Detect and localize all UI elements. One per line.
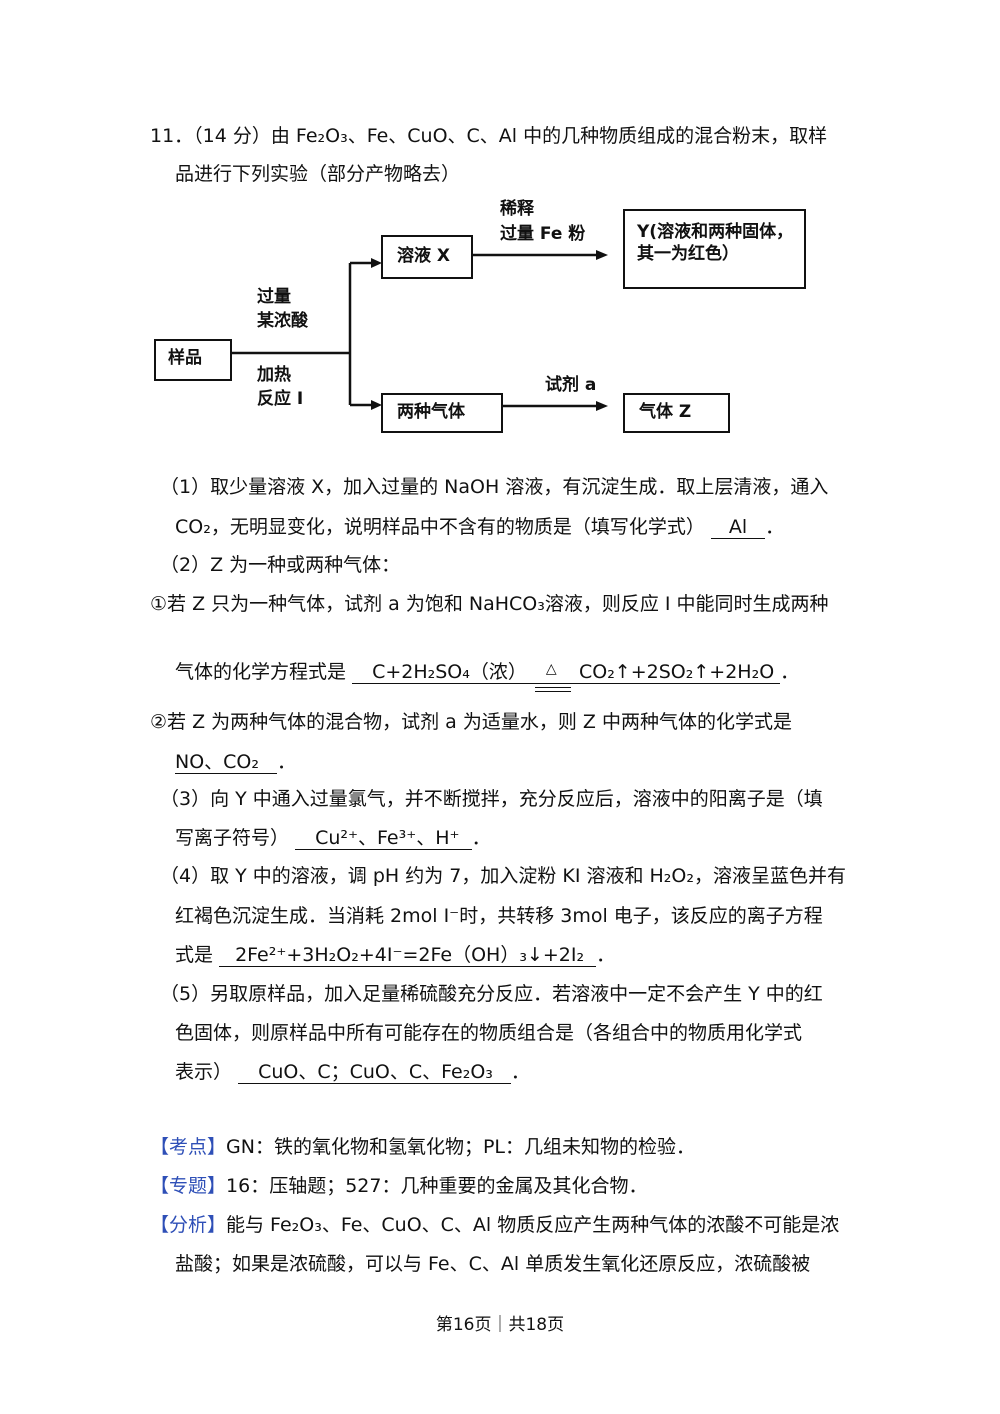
part2-heading: （2）Z 为一种或两种气体： [160,554,401,576]
question-line-2: 品进行下列实验（部分产物略去） [175,163,461,185]
kaodian-line: 【考点】GN：铁的氧化物和氢氧化物；PL：几组未知物的检验． [150,1135,695,1159]
part4-question: 式是 [175,944,214,966]
part4-answer: 2Fe²⁺+3H₂O₂+4I⁻=2Fe（OH）₃↓+2I₂ [219,944,597,967]
part1-period: ． [765,516,785,538]
solution-x-label: 溶液 X [397,246,451,266]
part3-period: ． [471,827,491,849]
part1-question: CO₂，无明显变化，说明样品中不含有的物质是（填写化学式） [175,516,705,538]
part2-2-answer: NO、CO₂ [175,751,278,774]
experiment-flow-diagram: 样品 过量 某浓酸 加热 反应 I 溶液 X 稀释 过量 Fe 粉 Y(溶液和两… [150,195,850,445]
two-gases-label: 两种气体 [397,402,465,422]
fenxi-line-1: 【分析】能与 Fe₂O₃、Fe、CuO、C、Al 物质反应产生两种气体的浓酸不可… [150,1213,839,1237]
part5-period: ． [510,1061,530,1083]
part2-2-period: ． [277,751,297,773]
flow-connectors [232,250,608,411]
zhuanti-tag: 【专题】 [150,1175,227,1197]
part5-line-1: （5）另取原样品，加入足量稀硫酸充分反应．若溶液中一定不会产生 Y 中的红 [160,983,823,1005]
kaodian-text: GN：铁的氧化物和氢氧化物；PL：几组未知物的检验． [226,1136,695,1158]
part1-line-1: （1）取少量溶液 X，加入过量的 NaOH 溶液，有沉淀生成．取上层清液，通入 [160,476,829,498]
reagent-top-line-2: 某浓酸 [257,311,308,331]
part5-line-2: 色固体，则原样品中所有可能存在的物质组合是（各组合中的物质用化学式 [175,1022,803,1044]
question-line-1: 11．（14 分）由 Fe₂O₃、Fe、CuO、C、Al 中的几种物质组成的混合… [150,125,828,147]
part3-answer: Cu²⁺、Fe³⁺、H⁺ [295,827,472,850]
part2-2-line-2: NO、CO₂． [175,750,296,774]
page-footer: 第16页｜共18页 [435,1315,565,1335]
sample-label: 样品 [168,348,202,368]
gas-z-label: 气体 Z [639,402,692,422]
part4-line-2: 红褐色沉淀生成．当消耗 2mol I⁻时，共转移 3mol 电子，该反应的离子方… [175,905,823,927]
y-box-line-1: Y(溶液和两种固体， [637,222,794,242]
two-gases-box: 两种气体 [381,393,503,433]
part2-1-answer: C+2H₂SO₄（浓） △ CO₂↑+2SO₂↑+2H₂O [352,661,781,692]
part3-line-1: （3）向 Y 中通入过量氯气，并不断搅拌，充分反应后，溶液中的阳离子是（填 [160,788,823,810]
part2-1-line-2: 气体的化学方程式是 C+2H₂SO₄（浓） △ CO₂↑+2SO₂↑+2H₂O … [175,660,800,692]
part3-question: 写离子符号） [175,827,290,849]
dilute-label-1: 稀释 [500,199,534,219]
part1-answer: Al [710,516,766,539]
kaodian-tag: 【考点】 [150,1136,227,1158]
part5-answer: CuO、C；CuO、C、Fe₂O₃ [238,1061,511,1084]
dilute-label-2: 过量 Fe 粉 [500,224,586,244]
gas-z-box: 气体 Z [623,393,730,433]
delta-symbol: △ [545,661,557,677]
y-box: Y(溶液和两种固体， 其一为红色） [623,209,806,289]
part4-period: ． [596,944,616,966]
part2-1-line-1: ①若 Z 只为一种气体，试剂 a 为饱和 NaHCO₃溶液，则反应 I 中能同时… [150,593,829,615]
part2-1-period: ． [780,661,800,683]
zhuanti-text: 16：压轴题；527：几种重要的金属及其化合物． [226,1175,648,1197]
part5-line-3: 表示） CuO、C；CuO、C、Fe₂O₃． [175,1060,530,1084]
part1-line-2: CO₂，无明显变化，说明样品中不含有的物质是（填写化学式） Al． [175,515,784,539]
reagent-top-line-1: 过量 [257,287,291,307]
fenxi-text-1: 能与 Fe₂O₃、Fe、CuO、C、Al 物质反应产生两种气体的浓酸不可能是浓 [226,1214,840,1236]
zhuanti-line: 【专题】16：压轴题；527：几种重要的金属及其化合物． [150,1174,647,1198]
equation-right: CO₂↑+2SO₂↑+2H₂O [578,661,775,683]
y-box-line-2: 其一为红色） [637,244,739,264]
sample-box: 样品 [154,339,232,381]
part4-line-3: 式是 2Fe²⁺+3H₂O₂+4I⁻=2Fe（OH）₃↓+2I₂． [175,943,615,967]
part4-line-1: （4）取 Y 中的溶液，调 pH 约为 7，加入淀粉 KI 溶液和 H₂O₂，溶… [160,865,846,887]
part2-1-question: 气体的化学方程式是 [175,661,347,683]
part2-2-line-1: ②若 Z 为两种气体的混合物，试剂 a 为适量水，则 Z 中两种气体的化学式是 [150,711,792,733]
reagent-bottom-line-2: 反应 I [257,389,304,409]
reagent-bottom-line-1: 加热 [257,365,291,385]
reagent-a-label: 试剂 a [545,375,597,395]
solution-x-box: 溶液 X [381,235,473,279]
part5-question: 表示） [175,1061,233,1083]
fenxi-line-2: 盐酸；如果是浓硫酸，可以与 Fe、C、Al 单质发生氧化还原反应，浓硫酸被 [175,1253,811,1275]
equation-left: C+2H₂SO₄（浓） [372,661,527,683]
fenxi-tag: 【分析】 [150,1214,227,1236]
part3-line-2: 写离子符号） Cu²⁺、Fe³⁺、H⁺． [175,826,491,850]
